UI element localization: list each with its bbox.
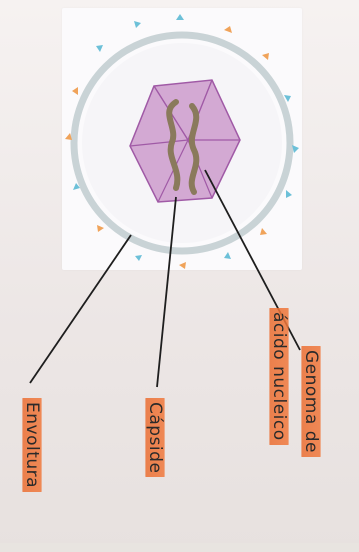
- label-genoma-line1: Genoma de: [301, 346, 321, 457]
- bottom-edge: [0, 543, 359, 552]
- leader-line-envoltura: [30, 235, 131, 383]
- spike-7: [260, 228, 267, 235]
- spike-9: [179, 262, 186, 269]
- spike-15: [96, 45, 103, 52]
- spike-11: [97, 225, 104, 232]
- spike-8: [224, 252, 231, 259]
- spike-16: [134, 21, 141, 28]
- label-capside: Cápside: [145, 398, 165, 477]
- spike-2: [224, 26, 232, 33]
- label-envoltura: Envoltura: [22, 398, 42, 492]
- spike-10: [135, 255, 142, 261]
- spike-14: [72, 87, 78, 95]
- spike-6: [286, 190, 292, 198]
- spike-1: [176, 14, 184, 20]
- spike-3: [262, 53, 269, 60]
- label-genoma-line2: ácido nucleico: [269, 308, 289, 445]
